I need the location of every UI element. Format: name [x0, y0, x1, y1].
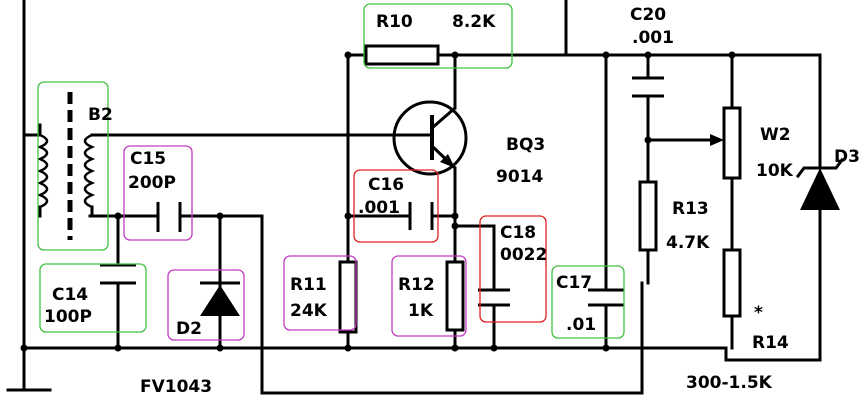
capacitor-c20-symbol — [632, 76, 664, 98]
resistor-r10-symbol — [364, 44, 440, 66]
resistor-r13-symbol — [638, 180, 658, 252]
highlight-r11 — [283, 255, 357, 331]
c15-ref: C15 — [130, 149, 166, 169]
highlight-c14 — [39, 263, 147, 333]
highlight-r10 — [363, 3, 513, 69]
resistor-r11-symbol — [338, 260, 358, 334]
resistor-r14-symbol — [722, 248, 742, 318]
capacitor-c14-symbol — [100, 263, 136, 285]
c20-ref: C20 — [630, 5, 666, 25]
b2-ref: B2 — [88, 105, 113, 125]
capacitor-c18-symbol — [478, 288, 510, 307]
potentiometer-w2-symbol — [710, 106, 742, 180]
c16-value: .001 — [358, 198, 400, 218]
r10-ref: R10 — [376, 12, 413, 32]
c17-ref: C17 — [556, 273, 592, 293]
c18-value: 0022 — [500, 245, 547, 265]
c14-ref: C14 — [52, 285, 88, 305]
zener-diode-d3-symbol — [795, 157, 845, 218]
wiring — [6, 0, 822, 395]
junction-dots — [20, 51, 736, 352]
r10-value: 8.2K — [452, 12, 496, 32]
w2-value: 10K — [756, 161, 794, 181]
diode-d2-symbol — [200, 281, 240, 318]
r11-ref: R11 — [290, 275, 327, 295]
c15-value: 200P — [128, 173, 176, 193]
w2-ref: W2 — [760, 125, 791, 145]
r13-value: 4.7K — [666, 233, 710, 253]
capacitor-c17-symbol — [588, 288, 624, 307]
component-labels: R10 8.2K C20 .001 B2 C15 200P BQ3 9014 W… — [44, 5, 860, 397]
d2-part-label: FV1043 — [140, 377, 212, 397]
d2-ref: D2 — [176, 319, 202, 339]
bq3-ref: BQ3 — [506, 135, 545, 155]
c20-value: .001 — [632, 28, 674, 48]
resistor-r12-symbol — [445, 260, 465, 332]
highlight-d2 — [167, 269, 245, 341]
highlight-b2 — [37, 81, 109, 251]
transformer-b2-symbol — [36, 92, 110, 240]
c18-ref: C18 — [500, 223, 536, 243]
capacitor-c15-symbol — [156, 202, 182, 232]
r13-ref: R13 — [672, 199, 709, 219]
c16-ref: C16 — [368, 175, 404, 195]
bq3-value: 9014 — [496, 167, 543, 187]
d3-ref: D3 — [834, 147, 860, 167]
r14-value: 300-1.5K — [686, 373, 773, 393]
r12-value: 1K — [408, 301, 434, 321]
capacitor-c16-symbol — [408, 202, 434, 230]
highlight-c16 — [353, 169, 439, 243]
r11-value: 24K — [290, 301, 328, 321]
transistor-bq3-symbol — [392, 100, 468, 176]
highlight-c17 — [551, 265, 625, 339]
c14-value: 100P — [44, 307, 92, 327]
r14-ref: R14 — [752, 333, 789, 353]
highlight-boxes — [37, 3, 625, 341]
highlight-r12 — [391, 255, 467, 337]
r14-mark: * — [754, 303, 763, 323]
highlight-c15 — [123, 145, 193, 241]
c17-value: .01 — [566, 315, 596, 335]
r12-ref: R12 — [398, 275, 435, 295]
highlight-c18 — [479, 215, 547, 323]
